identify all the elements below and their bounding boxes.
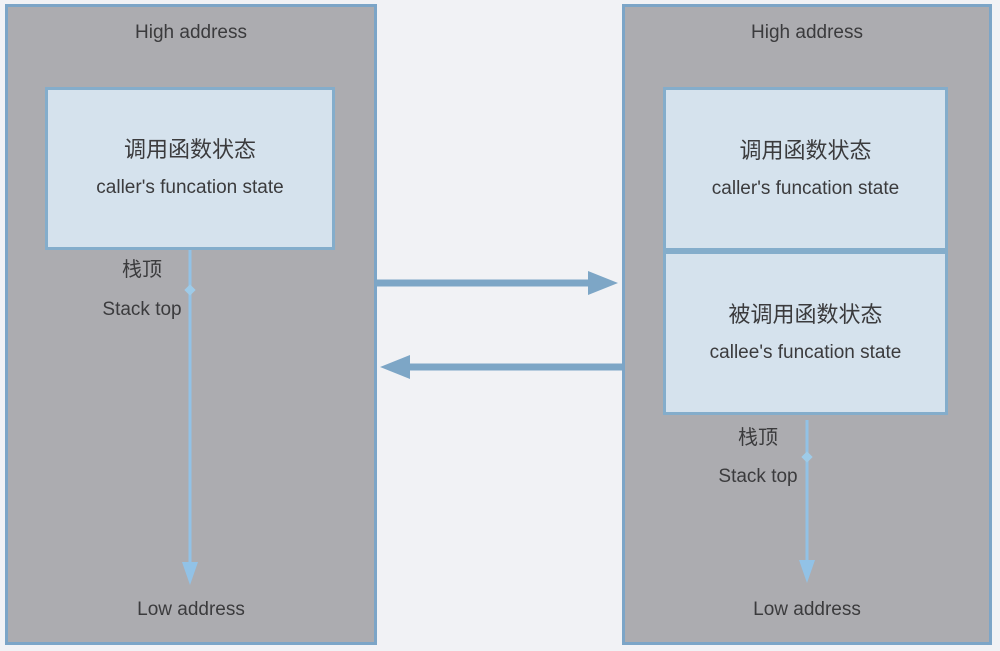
stack-growth-arrow — [182, 250, 198, 585]
caller-state-title-en: caller's funcation state — [96, 177, 284, 198]
callee-state-box: 被调用函数状态 callee's funcation state — [663, 251, 948, 415]
return-arrow — [380, 355, 623, 379]
high-address-label: High address — [135, 22, 247, 43]
low-address-label: Low address — [753, 599, 861, 620]
stack-panel-after-call: High address 调用函数状态 caller's funcation s… — [622, 4, 992, 645]
stack-top-label-en: Stack top — [102, 299, 182, 320]
caller-state-title-zh: 调用函数状态 — [739, 137, 872, 163]
callee-state-title-en: callee's funcation state — [709, 341, 902, 363]
low-address-label: Low address — [137, 599, 245, 620]
high-address-label: High address — [751, 22, 863, 43]
call-arrow — [375, 271, 618, 295]
caller-state-title-en: caller's funcation state — [711, 177, 900, 199]
stack-top-label-zh: 栈顶 — [738, 427, 778, 449]
caller-state-box: 调用函数状态 caller's funcation state — [45, 87, 335, 250]
caller-state-box: 调用函数状态 caller's funcation state — [663, 87, 948, 251]
caller-state-title-zh: 调用函数状态 — [123, 137, 256, 162]
stack-growth-arrow — [799, 420, 815, 583]
callee-state-title-zh: 被调用函数状态 — [728, 301, 883, 327]
stack-top-label-zh: 栈顶 — [122, 259, 162, 281]
stack-top-label-en: Stack top — [718, 466, 798, 487]
stack-panel-before-call: High address 调用函数状态 caller's funcation s… — [5, 4, 377, 645]
